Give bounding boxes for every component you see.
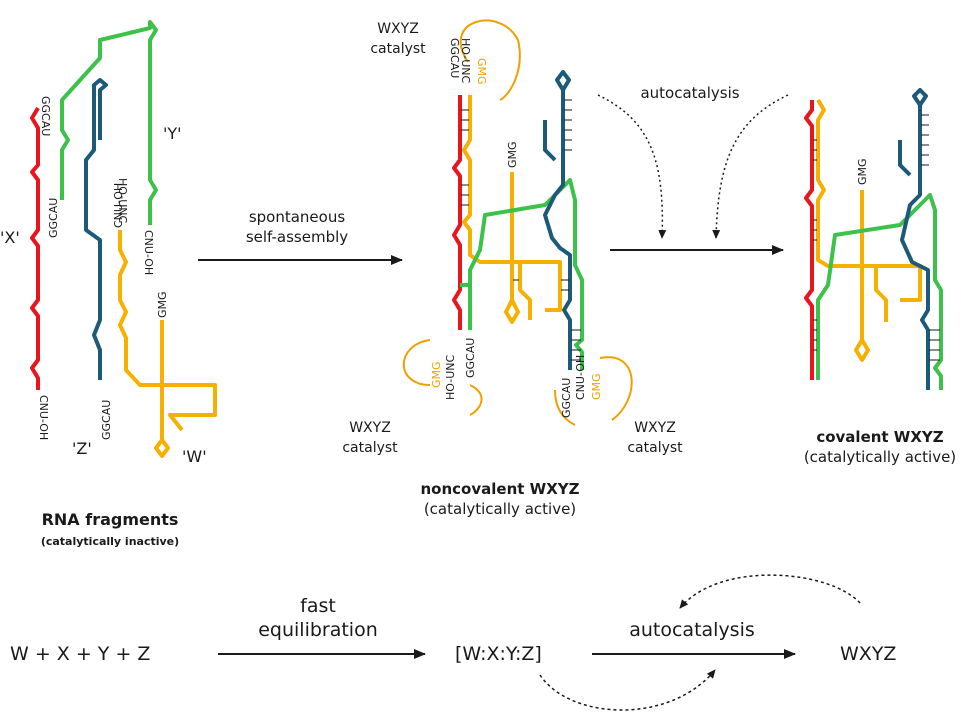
strand-label-z: 'Z' [72,439,92,458]
seq-ggcau-y: GGCAU [47,198,60,238]
nc-strand-z-blue [543,70,572,370]
eq-autocatalysis-label: autocatalysis [629,619,755,641]
rna-fragments-panel [30,20,217,458]
cat-top-gmg: GMG [475,58,488,85]
catalyst-right-wxyz: WXYZ [634,420,676,436]
rna-fragments-title: RNA fragments [42,510,179,529]
cat-right-ggcau: GGCAU [560,378,573,418]
spontaneous-label: spontaneous [249,208,346,226]
cv-strand-green [816,193,943,390]
strand-w-orange [118,230,217,458]
catalyst-top-label: catalyst [370,41,426,57]
catalyst-right-label: catalyst [627,440,683,456]
covalent-subtitle: (catalytically active) [804,448,956,466]
cv-strand-red [804,100,814,380]
reaction-equation: W + X + Y + Z fast equilibration [W:X:Y:… [10,574,896,711]
cv-strand-blue [898,88,930,390]
noncovalent-title: noncovalent WXYZ [421,480,580,498]
cat-left-ggcau: GGCAU [464,338,477,378]
catalyst-left-label: catalyst [342,440,398,456]
nc-base-pair-ticks [461,99,581,361]
cat-left-gmg: GMG [430,361,443,388]
nc-strand-y-green [460,178,584,370]
nc-seq-gmg: GMG [506,141,519,168]
strand-z-blue [84,78,108,380]
noncovalent-subtitle: (catalytically active) [424,500,576,518]
seq-cnu-oh-w: CNU-OH [112,183,125,228]
seq-cnu-oh-y: CNU-OH [142,230,155,275]
eq-feedback-dotted-arrow [679,574,861,609]
autocatalysis-dotted-arrow-1 [597,94,667,239]
cat-top-ho-unc: HO-UNC [459,38,472,83]
eq-equilibration-label: equilibration [258,619,378,641]
catalyst-loop-left [402,339,483,416]
eq-complex: [W:X:Y:Z] [455,643,542,665]
strand-label-x: 'X' [0,228,20,247]
cat-right-cnu: CNU-OH [574,355,587,400]
nc-strand-w-orange [462,95,562,324]
eq-lower-dotted-arrow [539,669,716,711]
cat-top-ggcau: GGCAU [448,38,461,78]
catalyst-loop-top [459,19,521,101]
autocatalysis-top-label: autocatalysis [640,84,739,102]
cv-base-pair-ticks [813,114,940,361]
eq-fast-label: fast [300,595,336,617]
seq-ggcau-x: GGCAU [39,96,52,136]
cat-left-ho-unc: HO-UNC [444,355,457,400]
eq-product: WXYZ [840,643,896,665]
seq-gmg-w: GMG [156,291,169,318]
noncovalent-wxyz-structure [452,70,584,370]
strand-x-red [30,106,40,390]
strand-label-y: 'Y' [163,124,182,143]
strand-label-w: 'W' [182,447,207,466]
nc-strand-x-red [452,95,462,330]
covalent-wxyz-structure [804,88,943,390]
rna-fragments-subtitle: (catalytically inactive) [41,535,179,548]
cv-seq-gmg: GMG [856,158,869,185]
eq-reactants: W + X + Y + Z [10,643,150,665]
strand-y-green [60,20,158,225]
autocatalysis-dotted-arrow-2 [712,94,789,239]
seq-cnu-oh-x: CNU-OH [37,395,50,440]
seq-ho-unc-z: HO-UNC [116,178,129,223]
catalyst-top-wxyz: WXYZ [377,21,419,37]
cat-right-gmg: GMG [590,373,603,400]
seq-ggcau-z: GGCAU [100,400,113,440]
self-assembly-label: self-assembly [246,228,348,246]
covalent-title: covalent WXYZ [816,428,943,446]
catalyst-left-wxyz: WXYZ [349,420,391,436]
catalyst-loop-right [554,356,633,426]
cv-strand-orange [816,98,922,362]
